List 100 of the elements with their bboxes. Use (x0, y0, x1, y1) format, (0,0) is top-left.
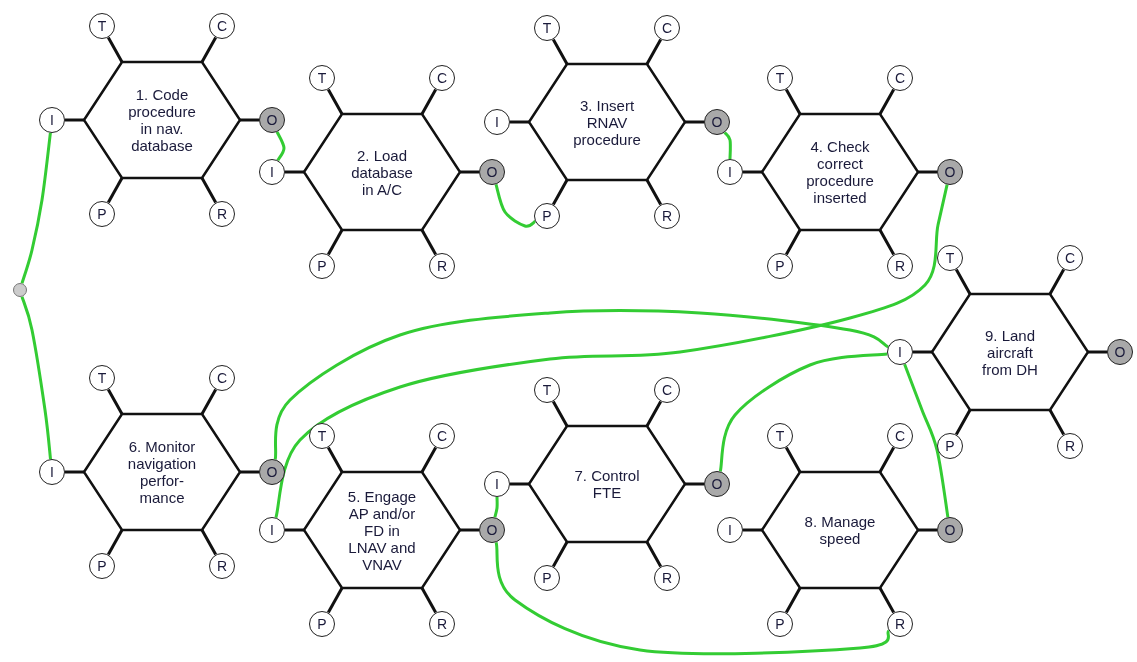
aspect-circle: O (259, 107, 285, 133)
aspect-connector (200, 529, 217, 556)
aspect-connector (460, 528, 479, 532)
aspect-circle: C (1057, 245, 1083, 271)
aspect-circle: C (887, 423, 913, 449)
aspect-connector (327, 229, 344, 256)
coupling-line (494, 542, 891, 656)
aspect-connector (420, 587, 437, 614)
aspect-connector (955, 409, 972, 436)
aspect-circle: I (259, 159, 285, 185)
coupling-line (275, 131, 286, 162)
coupling-line (20, 132, 52, 284)
aspect-connector (743, 528, 762, 532)
aspect-connector (645, 541, 662, 568)
aspect-circle: T (767, 65, 793, 91)
aspect-circle: R (209, 201, 235, 227)
function-label: 7. Control FTE (573, 467, 641, 501)
aspect-connector (107, 529, 124, 556)
coupling-line (494, 184, 537, 228)
aspect-circle: C (429, 423, 455, 449)
aspect-connector (200, 388, 217, 415)
function-label: 2. Load database in A/C (350, 146, 414, 198)
aspect-circle: R (1057, 433, 1083, 459)
aspect-connector (510, 482, 529, 486)
coupling-line (723, 131, 732, 160)
aspect-circle: O (937, 517, 963, 543)
function-label: 6. Monitor navigation perfor-mance (126, 438, 198, 506)
aspect-connector (1048, 268, 1065, 295)
aspect-circle: O (259, 459, 285, 485)
aspect-circle: T (89, 365, 115, 391)
aspect-circle: R (209, 553, 235, 579)
aspect-circle: P (534, 203, 560, 229)
aspect-connector (327, 446, 344, 473)
aspect-connector (645, 400, 662, 427)
aspect-connector (878, 446, 895, 473)
aspect-connector (1088, 350, 1107, 354)
aspect-circle: T (534, 377, 560, 403)
aspect-connector (420, 88, 437, 115)
aspect-connector (785, 446, 802, 473)
aspect-circle: P (89, 201, 115, 227)
aspect-connector (552, 179, 569, 206)
aspect-connector (552, 541, 569, 568)
function-hexagon (529, 64, 685, 180)
aspect-connector (913, 350, 932, 354)
aspect-connector (955, 268, 972, 295)
aspect-circle: O (479, 159, 505, 185)
coupling-line (903, 363, 950, 518)
coupling-line (20, 296, 52, 460)
aspect-connector (107, 36, 124, 63)
aspect-circle: I (259, 517, 285, 543)
aspect-connector (918, 528, 937, 532)
junction-dot (13, 283, 27, 297)
aspect-circle: T (937, 245, 963, 271)
aspect-circle: I (484, 471, 510, 497)
aspect-circle: C (887, 65, 913, 91)
function-hexagon (762, 114, 918, 230)
aspect-circle: T (767, 423, 793, 449)
aspect-circle: I (39, 107, 65, 133)
aspect-connector (420, 229, 437, 256)
aspect-circle: I (717, 159, 743, 185)
aspect-circle: R (887, 611, 913, 637)
aspect-connector (1048, 409, 1065, 436)
aspect-connector (327, 88, 344, 115)
function-hexagon (84, 62, 240, 178)
aspect-circle: T (534, 15, 560, 41)
aspect-connector (645, 179, 662, 206)
aspect-circle: R (429, 611, 455, 637)
function-hexagon (304, 114, 460, 230)
aspect-connector (645, 38, 662, 65)
function-hexagon (84, 414, 240, 530)
aspect-circle: T (309, 65, 335, 91)
aspect-connector (685, 120, 704, 124)
aspect-circle: R (654, 565, 680, 591)
aspect-circle: R (654, 203, 680, 229)
aspect-connector (107, 177, 124, 204)
function-label: 1. Code procedure in nav. database (127, 86, 197, 154)
aspect-connector (65, 470, 84, 474)
aspect-circle: C (209, 13, 235, 39)
function-hexagon (932, 294, 1088, 410)
function-label: 5. Engage AP and/or FD in LNAV and VNAV (346, 487, 418, 573)
aspect-circle: C (654, 377, 680, 403)
aspect-circle: T (309, 423, 335, 449)
aspect-connector (743, 170, 762, 174)
aspect-connector (785, 229, 802, 256)
aspect-connector (918, 170, 937, 174)
aspect-circle: I (484, 109, 510, 135)
aspect-circle: O (1107, 339, 1133, 365)
aspect-connector (552, 400, 569, 427)
aspect-circle: T (89, 13, 115, 39)
aspect-circle: P (767, 611, 793, 637)
function-hexagon (529, 426, 685, 542)
aspect-connector (785, 587, 802, 614)
aspect-circle: P (534, 565, 560, 591)
aspect-connector (878, 229, 895, 256)
aspect-connector (200, 36, 217, 63)
aspect-connector (240, 118, 259, 122)
aspect-connector (200, 177, 217, 204)
coupling-line (273, 309, 889, 460)
function-label: 4. Check correct procedure inserted (805, 138, 875, 206)
aspect-circle: P (309, 253, 335, 279)
